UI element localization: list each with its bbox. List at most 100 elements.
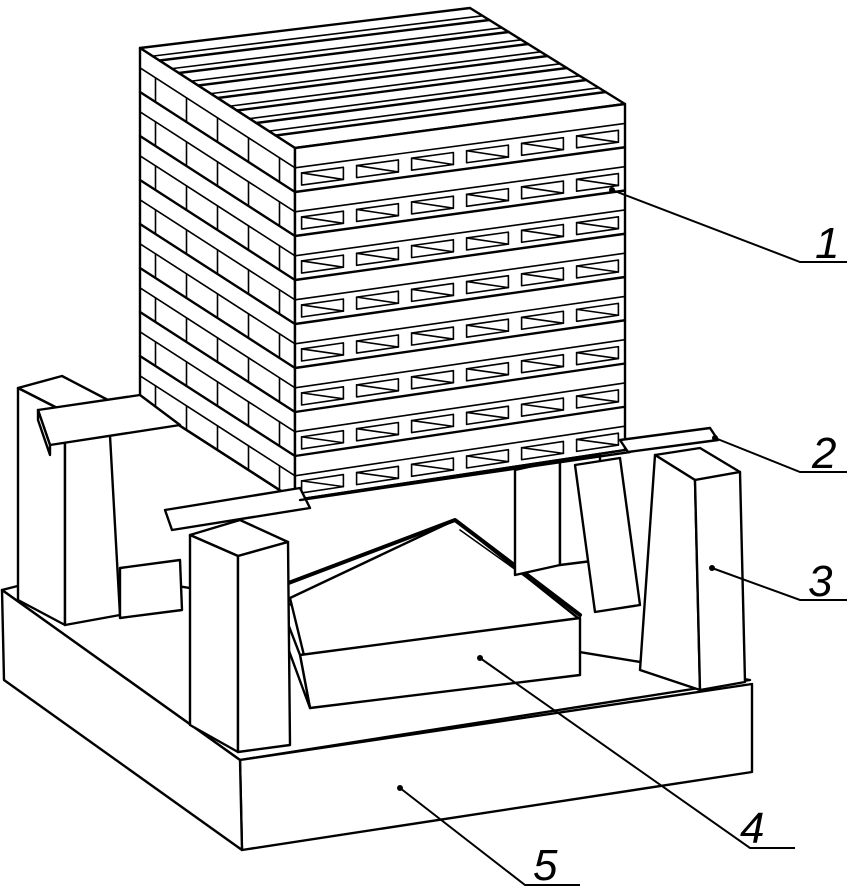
top-slat-edge [158, 18, 491, 62]
cell-diagonal [465, 193, 510, 202]
front-left-post-front [188, 533, 240, 754]
cell-diagonal [465, 367, 510, 376]
cell-diagonal [410, 332, 455, 340]
cell-diagonal [520, 229, 565, 238]
top-slat-edge [235, 66, 569, 112]
cell-diagonal [355, 164, 400, 173]
cell-diagonal [410, 201, 455, 209]
front-row-line [293, 189, 627, 238]
left-back-post [16, 374, 184, 627]
cell-diagonal [300, 436, 345, 444]
cell-diagonal [465, 149, 510, 158]
cell-diagonal [520, 359, 565, 368]
cell-diagonal [300, 172, 345, 181]
cell-diagonal [465, 411, 510, 419]
rails [36, 393, 720, 532]
front-row-line [293, 146, 627, 194]
cell-diagonal [410, 288, 455, 297]
top-slat-edge [216, 54, 549, 100]
callout-1-label: 1 [815, 219, 839, 268]
back-post-b [573, 456, 642, 614]
cell-diagonal [575, 308, 620, 317]
top-slat-inner [171, 26, 503, 70]
right-post-side [693, 470, 747, 692]
cell-diagonal [410, 157, 455, 166]
cell-diagonal [300, 480, 345, 488]
top-slat-edge [255, 78, 588, 125]
cell-diagonal [575, 221, 620, 230]
cell-diagonal [355, 296, 400, 305]
front-board-edge [294, 295, 626, 345]
front-row-line [293, 319, 627, 370]
cell-diagonal [575, 178, 620, 187]
callout-5-label: 5 [533, 841, 558, 889]
front-board-edge [294, 165, 626, 213]
front-row-line [293, 405, 627, 458]
front-left-post [188, 518, 292, 754]
cell-diagonal [355, 427, 400, 436]
cell-diagonal [300, 348, 345, 356]
stack-front-face [293, 102, 627, 502]
cell-diagonal [300, 216, 345, 225]
cell-diagonal [520, 142, 565, 151]
front-row-line [293, 362, 627, 414]
callout-4-label: 4 [740, 804, 764, 853]
callouts: 1 2 3 4 5 [397, 187, 847, 889]
cell-diagonal [575, 395, 620, 403]
front-row-line [293, 275, 627, 326]
back-post-a [513, 458, 562, 577]
left-connector [118, 558, 184, 620]
cell-diagonal [520, 186, 565, 194]
top-slat-edge [196, 42, 530, 87]
cell-diagonal [300, 392, 345, 400]
left-rail-end [36, 408, 52, 457]
cell-diagonal [355, 208, 400, 217]
cell-diagonal [575, 351, 620, 360]
cell-diagonal [410, 244, 455, 253]
top-slat-inner [248, 75, 581, 120]
top-slat-inner [190, 38, 523, 82]
top-slat-inner [209, 50, 542, 95]
cell-diagonal [465, 324, 510, 332]
base-plate-left-face [0, 588, 244, 852]
front-board-edge [294, 122, 626, 169]
front-left-post-side [236, 540, 292, 754]
cell-diagonal [300, 304, 345, 312]
cell-diagonal [410, 376, 455, 384]
top-slat-edge [177, 30, 510, 75]
front-board-edge [294, 425, 626, 477]
cell-diagonal [575, 438, 620, 446]
front-board-edge [294, 382, 626, 433]
top-slat-inner [268, 87, 600, 132]
cell-diagonal [465, 280, 510, 289]
cell-diagonal [520, 272, 565, 281]
back-posts [513, 453, 642, 614]
cell-diagonal [355, 340, 400, 348]
front-board-edge [294, 252, 626, 301]
right-post-front [638, 453, 702, 692]
front-rail [163, 486, 312, 532]
front-board-edge [294, 209, 626, 257]
cell-diagonal [410, 463, 455, 471]
front-row-line [293, 232, 627, 282]
right-support-post [638, 446, 747, 692]
cell-diagonal [355, 384, 400, 392]
lattice-stack [138, 6, 627, 502]
cell-diagonal [355, 252, 400, 261]
cell-diagonal [520, 403, 565, 411]
cell-diagonal [575, 135, 620, 143]
top-slat-inner [229, 62, 561, 107]
right-rail [618, 426, 720, 454]
callout-3-label: 3 [808, 557, 833, 606]
cell-diagonal [465, 237, 510, 245]
front-board-edge [294, 338, 626, 389]
cell-diagonal [465, 455, 510, 463]
top-slat-inner [151, 15, 484, 57]
top-slat-edge [274, 90, 607, 137]
cell-diagonal [300, 260, 345, 268]
cell-diagonal [410, 419, 455, 428]
callout-2-label: 2 [811, 429, 836, 478]
cell-diagonal [520, 316, 565, 324]
